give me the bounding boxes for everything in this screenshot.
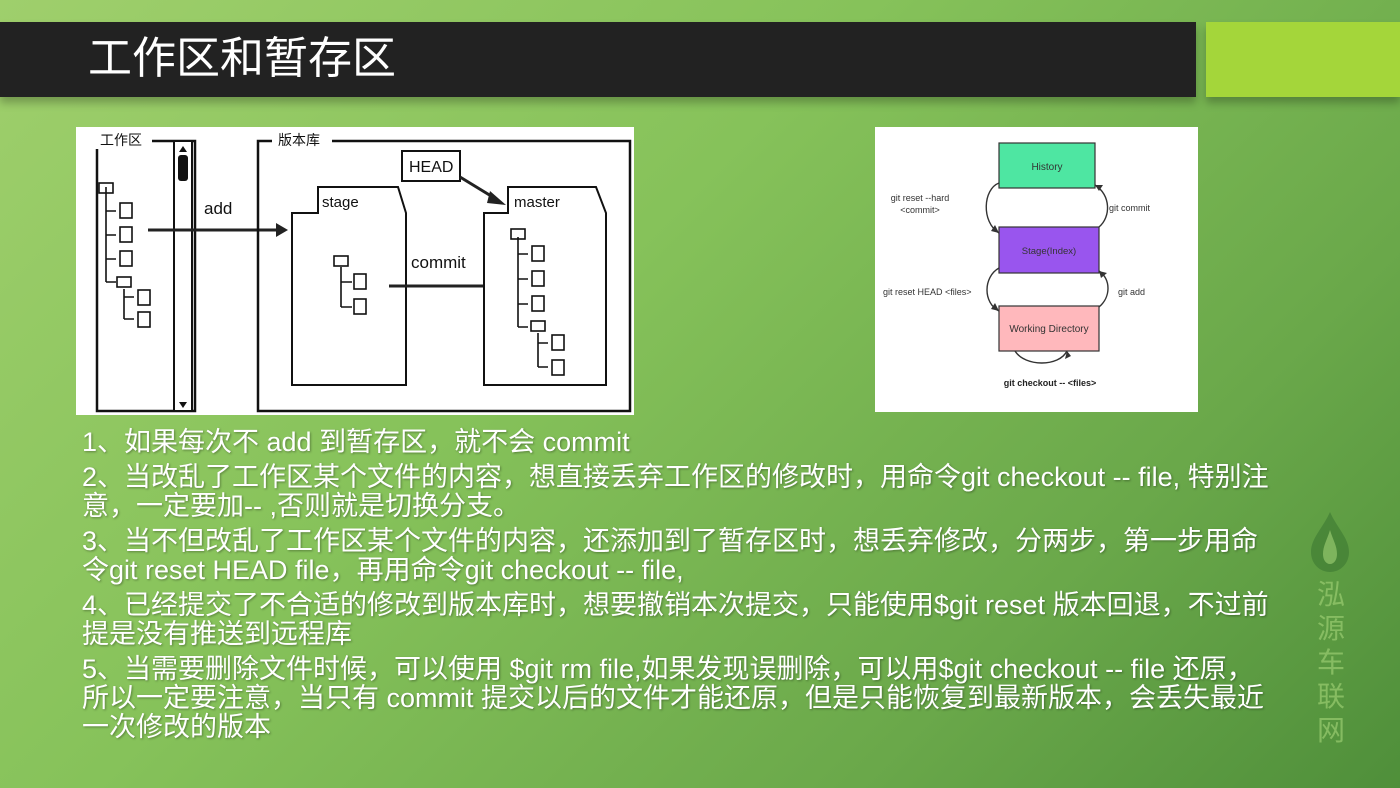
git-state-diagram: History Stage(Index) Working Directory g…: [875, 127, 1198, 412]
brand-drop-icon: [1311, 512, 1349, 572]
stage-box: [291, 186, 407, 386]
point-3: 3、当不但改乱了工作区某个文件的内容，还添加到了暂存区时，想丢弃修改，分两步，第…: [82, 526, 1259, 585]
file-icon: [551, 334, 565, 351]
working-directory-box: [998, 305, 1100, 352]
scroll-up-icon: [179, 146, 187, 152]
brand-char: 源: [1316, 612, 1345, 645]
brand-vertical-text: 泓 源 车 联 网: [1313, 578, 1349, 748]
point-4: 4、已经提交了不合适的修改到版本库时，想要撤销本次提交，只能使用$git res…: [82, 590, 1269, 649]
checkout-arrow: [1014, 350, 1068, 364]
point-1: 1、如果每次不 add 到暂存区，就不会 commit: [82, 427, 630, 457]
head-label: HEAD: [409, 159, 453, 176]
repo-frame: [256, 139, 632, 413]
file-icon: [119, 250, 133, 267]
point-5: 5、当需要删除文件时候，可以使用 $git rm file,如果发现误删除，可以…: [82, 654, 1264, 742]
brand-char: 联: [1316, 680, 1345, 713]
commit-label: commit: [411, 253, 466, 272]
reset-head-label: git reset HEAD <files>: [883, 287, 972, 297]
git-add-arrow: [1098, 270, 1109, 308]
workspace-label: 工作区: [100, 132, 142, 148]
folder-icon: [98, 182, 114, 194]
git-commit-label: git commit: [1109, 203, 1151, 213]
workspace-repo-diagram: 工作区 add 版本库 HEAD stage: [76, 127, 634, 415]
checkout-label: git checkout -- <files>: [1004, 378, 1097, 388]
folder-icon: [116, 276, 132, 288]
file-icon: [119, 202, 133, 219]
head-box: [401, 150, 461, 182]
scroll-down-icon: [179, 402, 187, 408]
history-box: [998, 142, 1096, 189]
reset-hard-arrow: [985, 182, 1000, 234]
folder-icon: [530, 320, 546, 332]
reset-head-arrow: [986, 267, 1000, 312]
repo-label: 版本库: [278, 132, 320, 148]
add-label: add: [204, 199, 232, 218]
file-icon: [119, 226, 133, 243]
file-icon: [551, 359, 565, 376]
git-state-svg: History Stage(Index) Working Directory g…: [883, 142, 1151, 388]
stage-file-tree: [333, 255, 367, 315]
brand-char: 车: [1316, 646, 1345, 679]
file-icon: [353, 273, 367, 290]
master-box: [483, 186, 607, 386]
reset-hard-commit-label: <commit>: [900, 205, 940, 215]
file-icon: [531, 245, 545, 262]
scrollbar-thumb: [178, 155, 188, 181]
accent-block: [1206, 22, 1400, 97]
reset-hard-label: git reset --hard: [891, 193, 950, 203]
working-directory-label: Working Directory: [1009, 324, 1088, 335]
file-icon: [531, 270, 545, 287]
git-add-label: git add: [1118, 287, 1145, 297]
workspace-repo-svg: 工作区 add 版本库 HEAD stage: [92, 132, 632, 413]
workspace-scrollbar: [173, 140, 193, 412]
folder-icon: [510, 228, 526, 240]
workspace-file-tree: [98, 182, 151, 328]
file-icon: [531, 295, 545, 312]
folder-icon: [333, 255, 349, 267]
master-label: master: [514, 194, 560, 211]
file-icon: [137, 311, 151, 328]
brand-char: 网: [1316, 714, 1345, 747]
file-icon: [353, 298, 367, 315]
point-2: 2、当改乱了工作区某个文件的内容，想直接丢弃工作区的修改时，用命令git che…: [82, 462, 1269, 521]
slide-title: 工作区和暂存区: [88, 33, 396, 84]
file-icon: [137, 289, 151, 306]
stage-index-box: [998, 226, 1100, 274]
history-label: History: [1031, 162, 1062, 173]
stage-index-label: Stage(Index): [1022, 246, 1076, 257]
stage-label: stage: [322, 194, 359, 211]
key-points-list: 1、如果每次不 add 到暂存区，就不会 commit 2、当改乱了工作区某个文…: [82, 428, 1272, 748]
git-commit-arrow: [1094, 184, 1109, 228]
brand-char: 泓: [1316, 578, 1345, 611]
title-bar: 工作区和暂存区: [0, 22, 1196, 97]
master-file-tree: [510, 228, 565, 376]
